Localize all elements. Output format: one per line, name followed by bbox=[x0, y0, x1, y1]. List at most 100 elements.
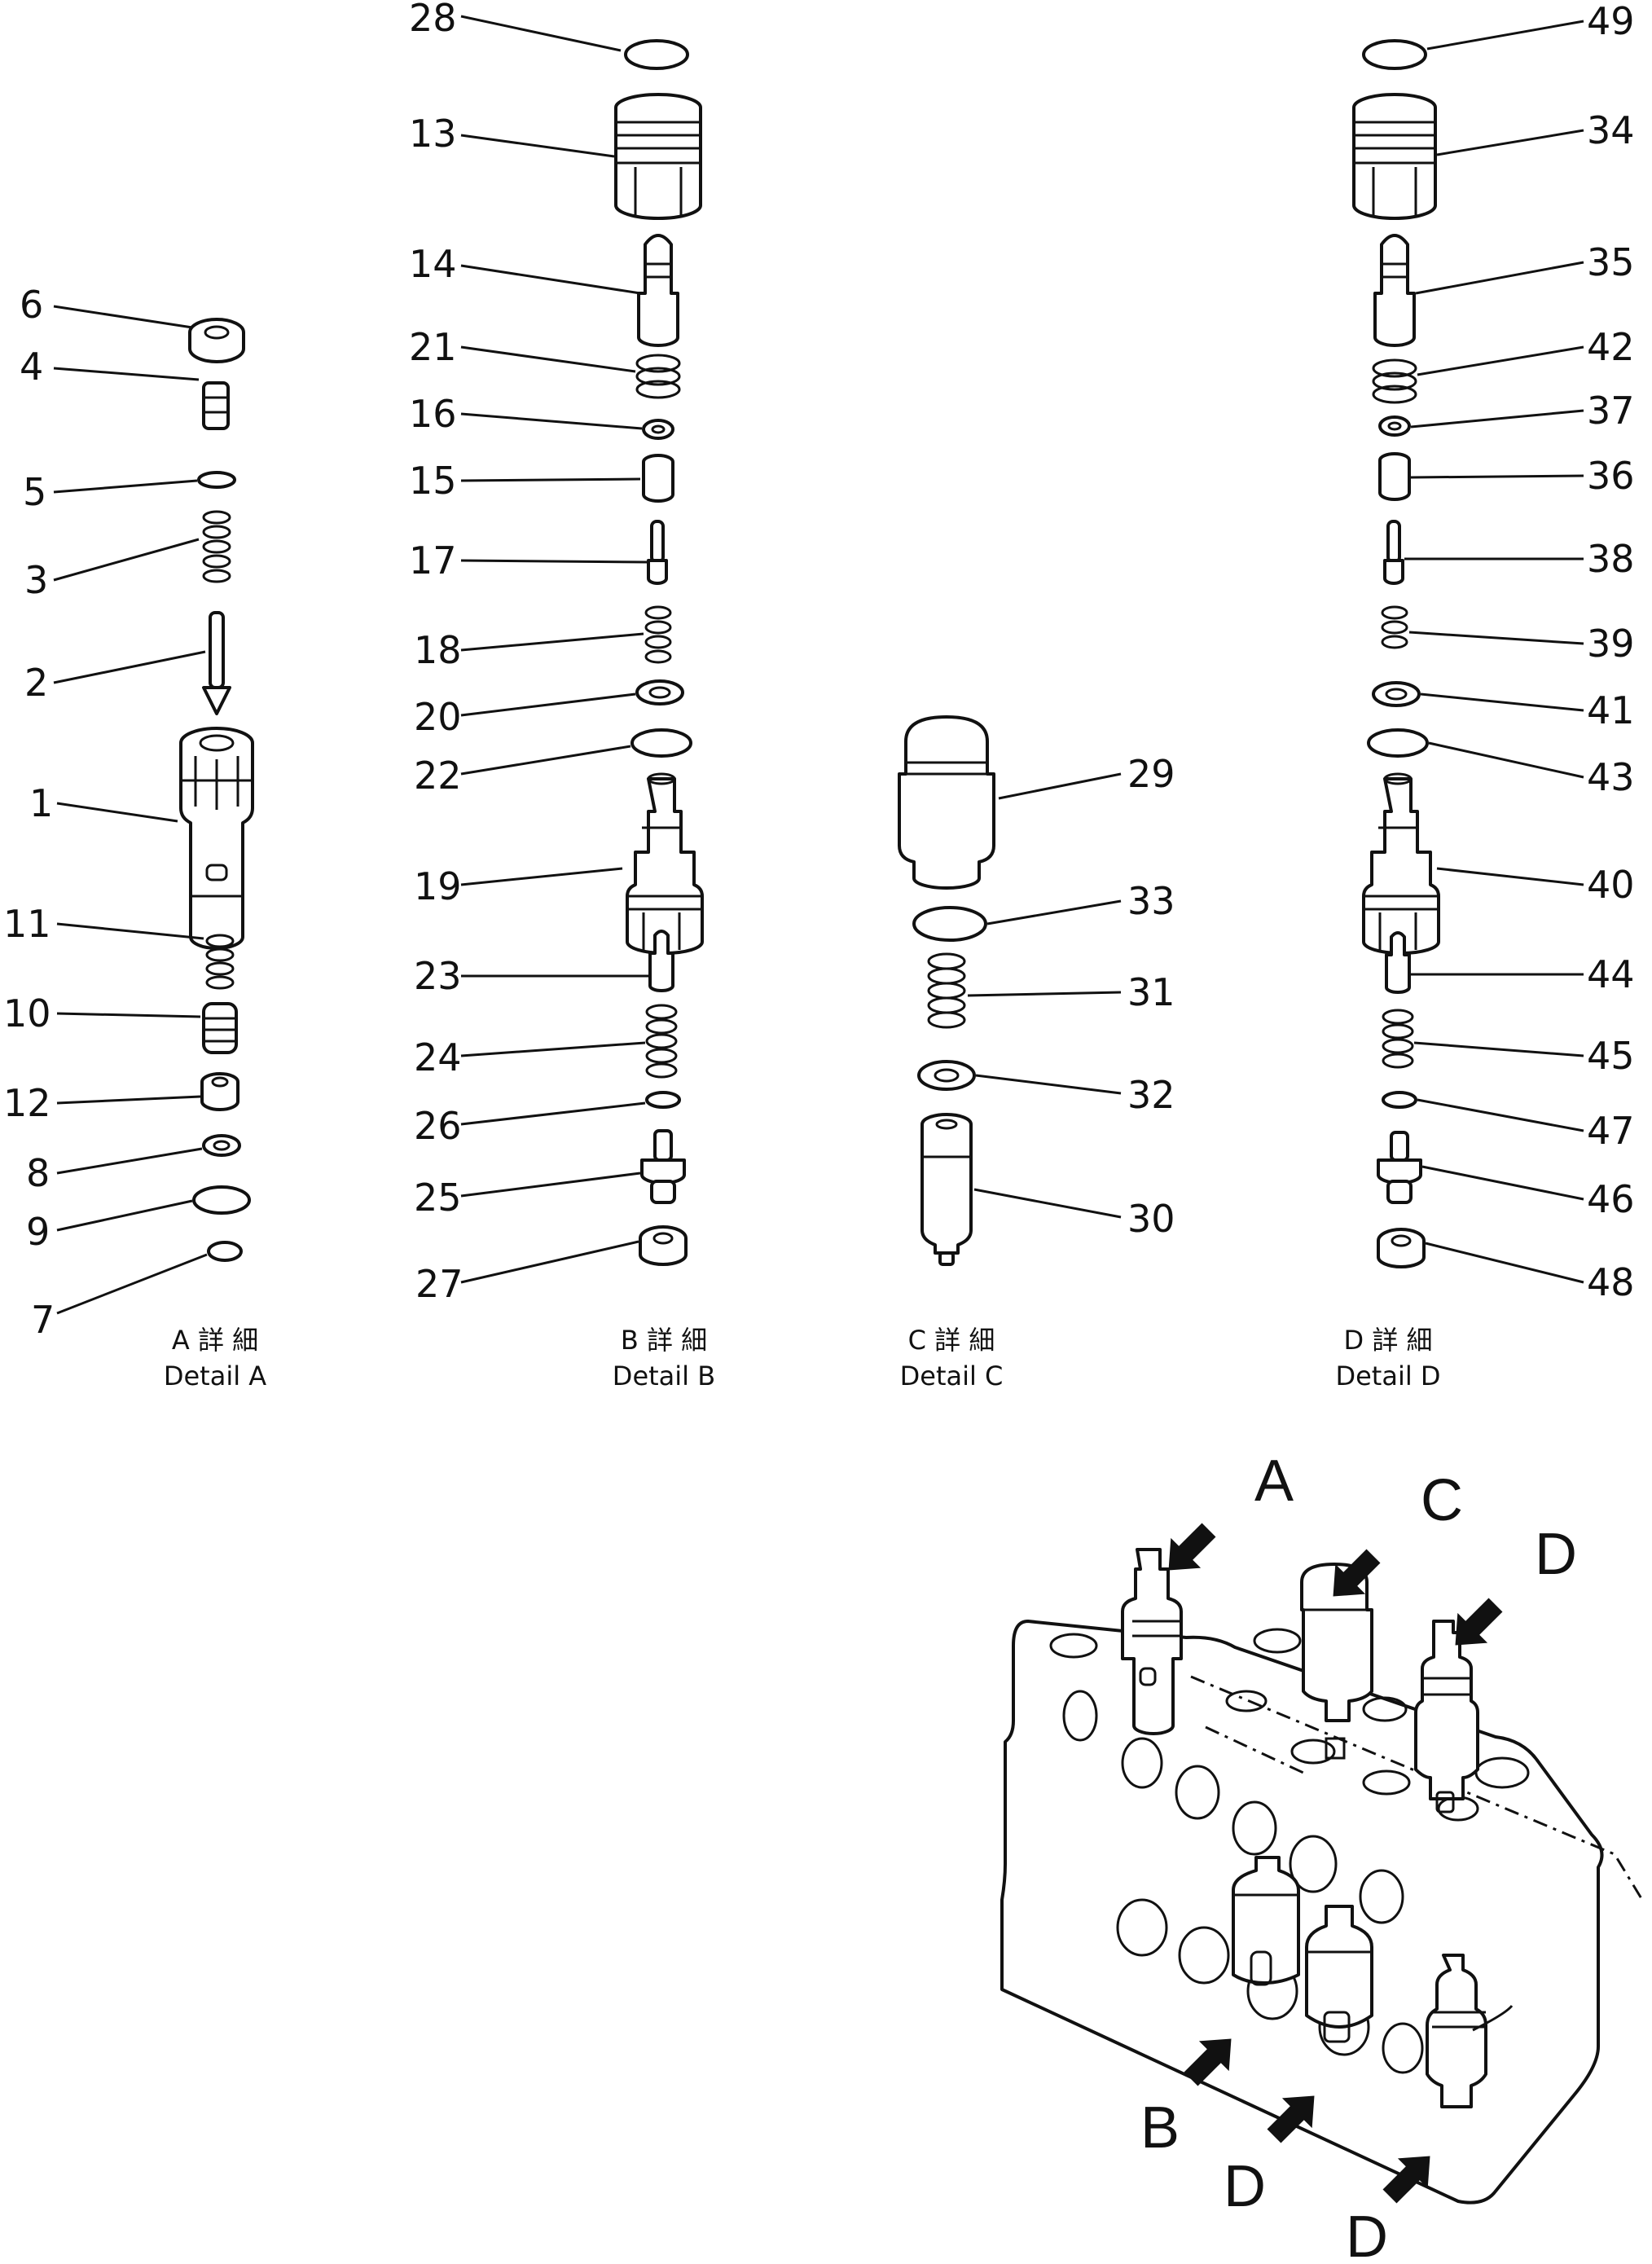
callout-1: 1 bbox=[29, 781, 53, 825]
part-14-piston bbox=[637, 234, 679, 347]
part-9-o-ring bbox=[192, 1185, 251, 1215]
part-2-needle bbox=[202, 611, 231, 715]
part-30-spool bbox=[920, 1113, 973, 1266]
callout-48: 48 bbox=[1587, 1260, 1635, 1304]
callout-9: 9 bbox=[26, 1210, 50, 1254]
part-18-spring bbox=[644, 605, 672, 664]
part-23-pin bbox=[648, 930, 674, 992]
installed-cartridge-b bbox=[1232, 1856, 1300, 1986]
callout-13: 13 bbox=[409, 112, 457, 156]
callout-41: 41 bbox=[1587, 688, 1635, 732]
part-22-o-ring bbox=[630, 728, 692, 758]
callout-39: 39 bbox=[1587, 622, 1635, 666]
part-33-o-ring bbox=[912, 906, 987, 942]
arrow-a-icon bbox=[1168, 1523, 1216, 1571]
callout-32: 32 bbox=[1127, 1073, 1175, 1117]
callout-5: 5 bbox=[23, 470, 46, 514]
callout-43: 43 bbox=[1587, 755, 1635, 799]
part-15-sleeve bbox=[642, 454, 674, 503]
caption-detail-a-en: Detail A bbox=[164, 1361, 266, 1391]
callout-40: 40 bbox=[1587, 863, 1635, 907]
part-12-plug bbox=[200, 1072, 239, 1111]
part-41-collar bbox=[1372, 681, 1421, 707]
part-48-nut bbox=[1377, 1228, 1426, 1268]
callout-24: 24 bbox=[414, 1035, 462, 1079]
detail-captions: A 詳 細 Detail A B 詳 細 Detail B C 詳 細 Deta… bbox=[164, 1325, 1441, 1391]
part-5-o-ring bbox=[197, 471, 236, 489]
callout-37: 37 bbox=[1587, 389, 1635, 433]
part-45-spring bbox=[1382, 1009, 1414, 1069]
part-32-washer bbox=[917, 1060, 976, 1091]
caption-detail-c-jp: C 詳 細 bbox=[908, 1325, 995, 1356]
direction-arrows bbox=[1168, 1523, 1503, 2204]
callout-49: 49 bbox=[1587, 0, 1635, 43]
callout-31: 31 bbox=[1127, 970, 1175, 1014]
callout-14: 14 bbox=[409, 242, 457, 286]
part-28-o-ring bbox=[624, 39, 689, 70]
part-35-piston bbox=[1373, 234, 1416, 347]
part-46-screw bbox=[1377, 1131, 1422, 1204]
callout-27: 27 bbox=[415, 1262, 464, 1306]
part-44-pin bbox=[1385, 931, 1411, 994]
callout-23: 23 bbox=[414, 954, 462, 998]
caption-detail-d-jp: D 詳 細 bbox=[1344, 1325, 1433, 1356]
part-4-plug bbox=[202, 381, 230, 430]
caption-detail-d-en: Detail D bbox=[1335, 1361, 1440, 1391]
arrow-c-icon bbox=[1333, 1549, 1381, 1597]
part-17-pin bbox=[647, 520, 668, 585]
callout-44: 44 bbox=[1587, 952, 1635, 996]
marker-c: C bbox=[1421, 1468, 1463, 1533]
marker-d-top: D bbox=[1535, 1522, 1577, 1587]
part-36-sleeve bbox=[1378, 452, 1411, 501]
callout-12: 12 bbox=[3, 1081, 51, 1125]
callout-46: 46 bbox=[1587, 1177, 1635, 1221]
caption-detail-c-en: Detail C bbox=[900, 1361, 1004, 1391]
part-3-spring bbox=[202, 510, 231, 583]
part-39-spring bbox=[1381, 605, 1408, 649]
part-29-plug-cartridge bbox=[898, 715, 995, 890]
callout-15: 15 bbox=[409, 459, 457, 503]
marker-b: B bbox=[1140, 2095, 1180, 2161]
part-47-o-ring bbox=[1382, 1091, 1417, 1109]
part-25-screw bbox=[640, 1129, 686, 1204]
caption-detail-b-jp: B 詳 細 bbox=[621, 1325, 707, 1356]
callout-21: 21 bbox=[409, 325, 457, 369]
callout-4: 4 bbox=[20, 345, 43, 389]
detail-c-parts bbox=[898, 715, 995, 1266]
installed-cartridge-d-bottom bbox=[1426, 1954, 1514, 2108]
control-valve-assembly bbox=[1000, 1548, 1644, 2205]
part-19-valve-body bbox=[626, 772, 704, 955]
part-20-collar bbox=[635, 679, 684, 706]
callout-8: 8 bbox=[26, 1151, 50, 1195]
assembly-markers: A C D B D D bbox=[1140, 1449, 1577, 2264]
part-49-o-ring bbox=[1362, 39, 1427, 70]
callout-29: 29 bbox=[1127, 752, 1175, 796]
part-8-washer bbox=[202, 1134, 241, 1157]
caption-detail-a-jp: A 詳 細 bbox=[172, 1325, 258, 1356]
installed-cartridge-d-top bbox=[1414, 1620, 1479, 1813]
callout-10: 10 bbox=[3, 991, 51, 1035]
callout-18: 18 bbox=[414, 628, 462, 672]
callout-35: 35 bbox=[1587, 240, 1635, 284]
callout-3: 3 bbox=[24, 558, 48, 602]
callout-30: 30 bbox=[1127, 1197, 1175, 1241]
callout-34: 34 bbox=[1587, 108, 1635, 152]
part-24-spring bbox=[645, 1004, 678, 1079]
marker-d-bottom: D bbox=[1346, 2205, 1388, 2264]
callout-20: 20 bbox=[414, 695, 462, 739]
part-43-o-ring bbox=[1367, 728, 1429, 758]
part-11-spring bbox=[205, 934, 235, 990]
part-37-seat bbox=[1378, 415, 1411, 437]
callout-labels: 6 4 5 3 2 1 11 10 12 8 9 7 28 13 14 21 1… bbox=[3, 0, 1635, 1342]
callout-28: 28 bbox=[409, 0, 457, 40]
callout-42: 42 bbox=[1587, 325, 1635, 369]
part-40-valve-body bbox=[1362, 772, 1440, 955]
callout-26: 26 bbox=[414, 1104, 462, 1148]
part-26-o-ring bbox=[645, 1091, 681, 1109]
callout-11: 11 bbox=[3, 902, 51, 946]
callout-36: 36 bbox=[1587, 454, 1635, 498]
callout-47: 47 bbox=[1587, 1109, 1635, 1153]
installed-cartridge-c bbox=[1300, 1563, 1373, 1760]
